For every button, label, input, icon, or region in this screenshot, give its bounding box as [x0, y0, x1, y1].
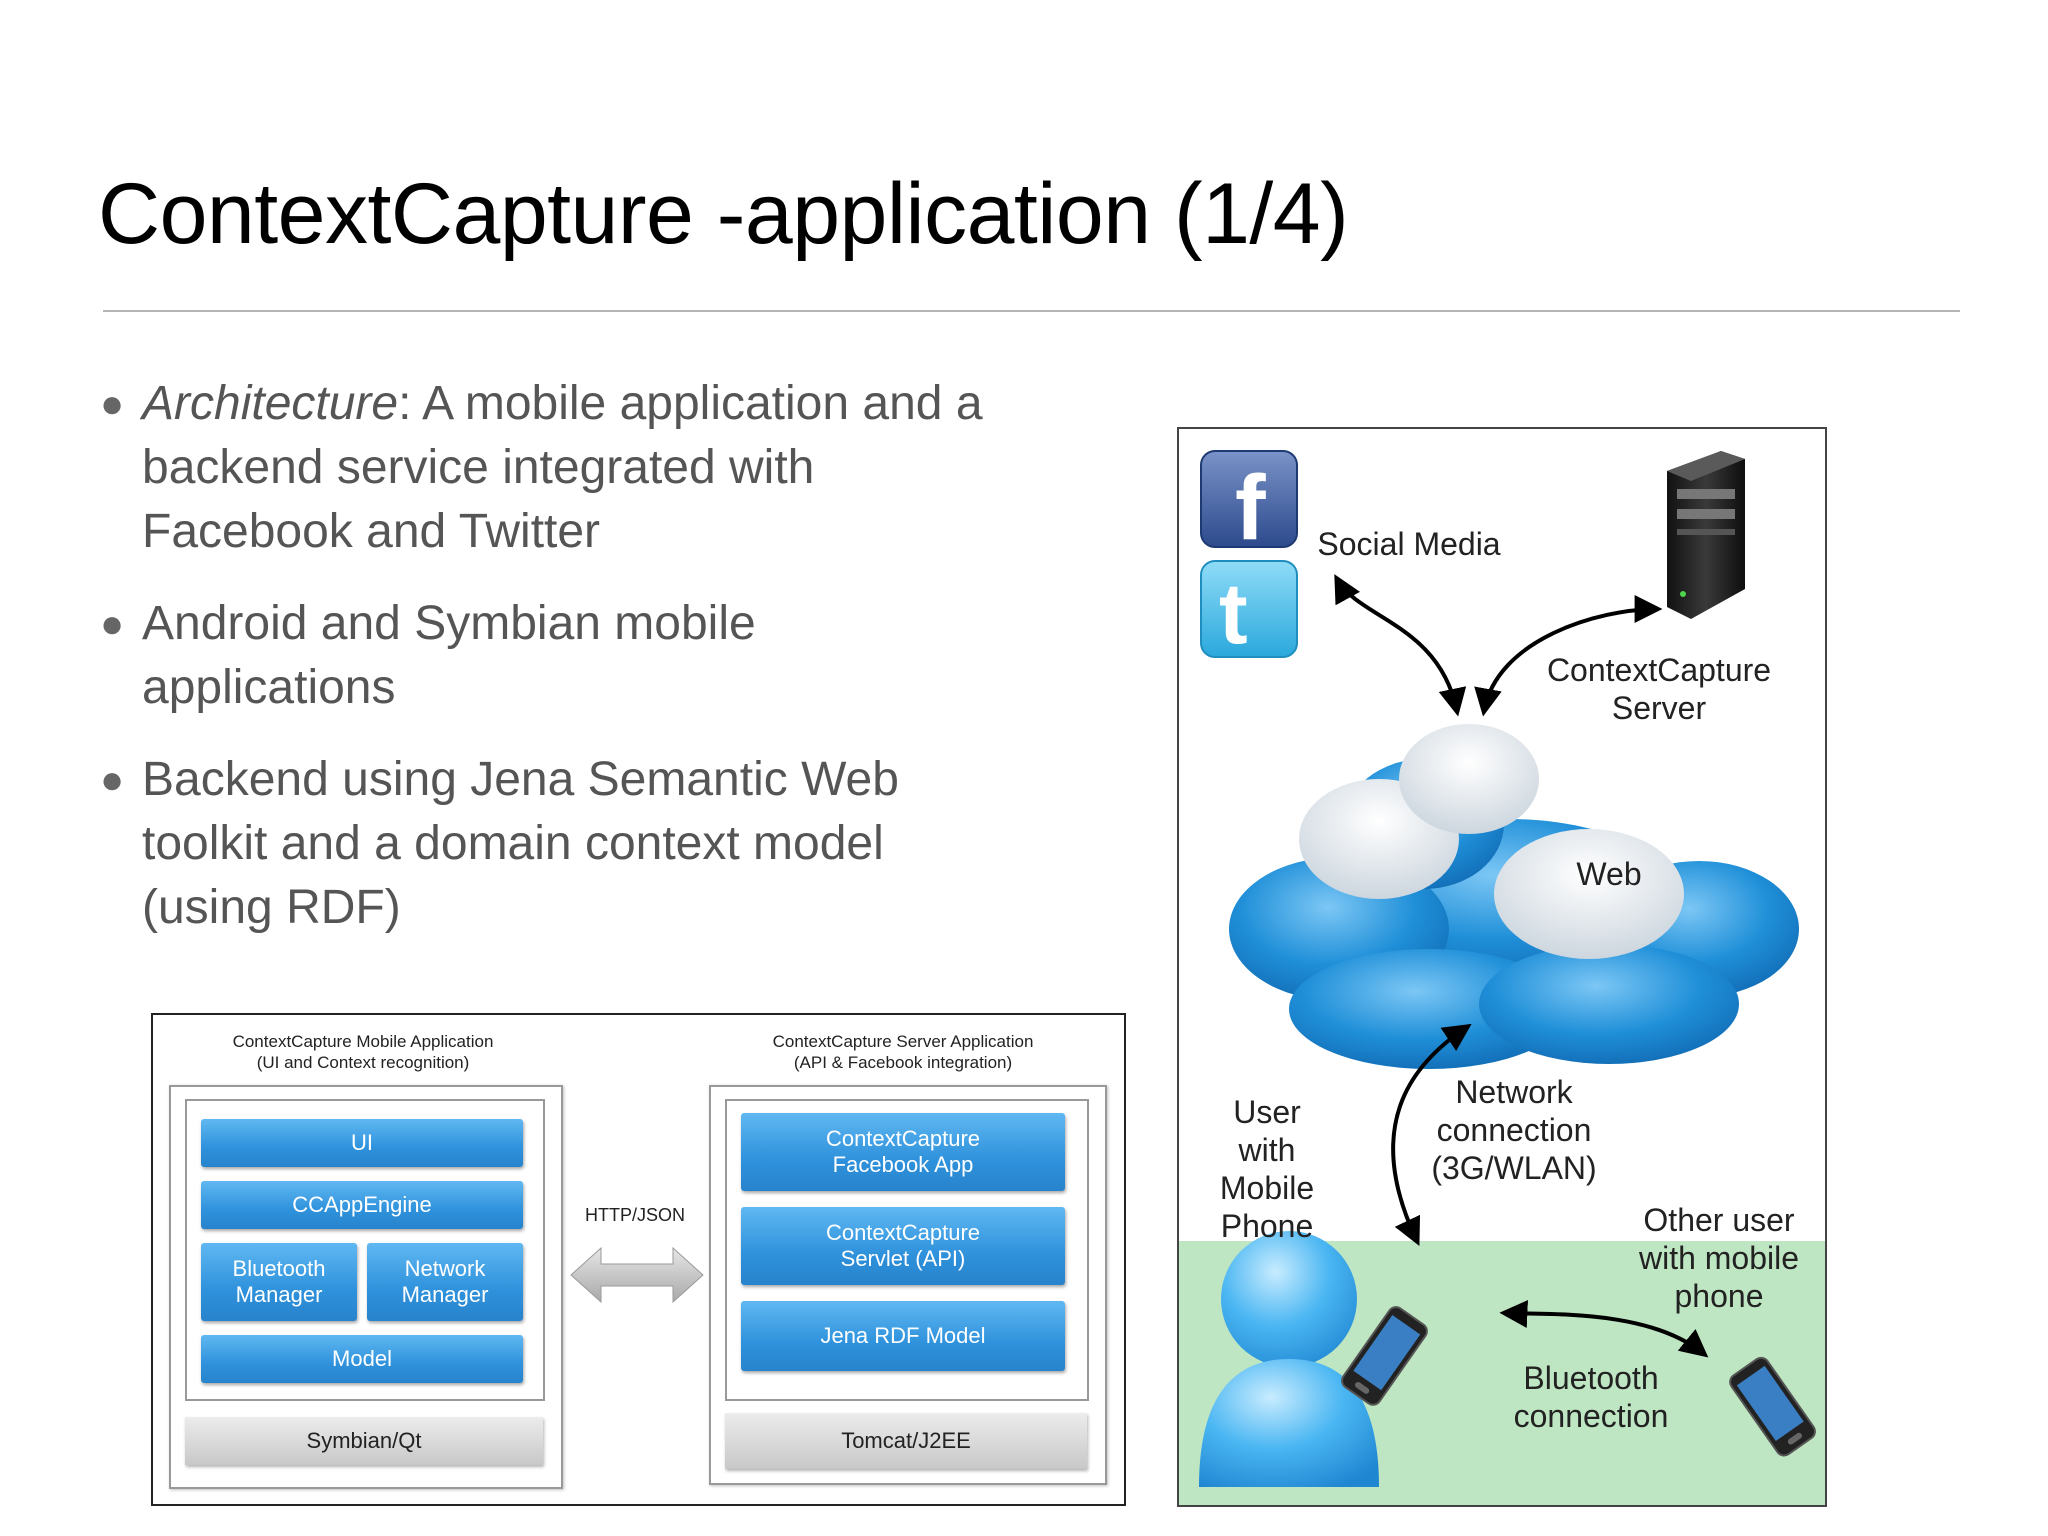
network-manager-label: Network — [404, 1256, 486, 1281]
other-user-label-line: phone — [1674, 1278, 1764, 1314]
network-connection-line: (3G/WLAN) — [1431, 1150, 1597, 1186]
servlet-api-label: ContextCapture — [825, 1220, 981, 1245]
facebook-app-component: ContextCapture Facebook App — [741, 1113, 1065, 1191]
model-component: Model — [201, 1335, 523, 1383]
architecture-diagram: ContextCapture Mobile Application (UI an… — [151, 1013, 1126, 1506]
social-media-arrow — [1334, 574, 1467, 717]
ui-label: UI — [351, 1130, 373, 1155]
network-connection-label: Network connection (3G/WLAN) — [1399, 1073, 1629, 1187]
ccappengine-label: CCAppEngine — [292, 1192, 432, 1217]
server-label: ContextCapture Server — [1519, 651, 1799, 727]
bluetooth-label-line: Bluetooth — [1523, 1360, 1659, 1396]
server-app-inner-box: ContextCapture Facebook App ContextCaptu… — [725, 1099, 1089, 1401]
facebook-app-label: ContextCapture — [825, 1126, 981, 1151]
bluetooth-connection-label: Bluetooth connection — [1491, 1359, 1691, 1435]
twitter-icon: t — [1200, 560, 1298, 662]
symbian-platform: Symbian/Qt — [185, 1417, 543, 1465]
ui-component: UI — [201, 1119, 523, 1167]
server-arrow — [1474, 595, 1663, 717]
user-label-line: with — [1238, 1132, 1296, 1168]
network-diagram-graphics: f t — [1179, 450, 1825, 1505]
user-label: User with Mobile Phone — [1207, 1093, 1327, 1245]
bullet-item: ● Architecture: A mobile application and… — [100, 372, 1000, 564]
bullet-text: : A mobile application and a backend ser… — [142, 377, 983, 558]
bluetooth-label-line: connection — [1513, 1398, 1669, 1434]
bullet-emphasis: Architecture — [142, 377, 399, 430]
server-app-box: ContextCapture Facebook App ContextCaptu… — [709, 1085, 1107, 1485]
mobile-phone-icon — [1341, 1306, 1428, 1406]
bluetooth-manager-label: Bluetooth — [232, 1256, 326, 1281]
server-tower-icon — [1667, 451, 1745, 619]
cloud-icon — [1229, 724, 1799, 1069]
mobile-phone-icon — [1729, 1356, 1816, 1457]
mobile-caption-line: (UI and Context recognition) — [256, 1053, 470, 1072]
svg-text:f: f — [1235, 457, 1266, 559]
web-label: Web — [1576, 856, 1642, 892]
server-caption-line: ContextCapture Server Application — [772, 1032, 1034, 1051]
jena-rdf-model-component: Jena RDF Model — [741, 1301, 1065, 1371]
user-avatar-icon — [1199, 1231, 1379, 1487]
bullet-list: ● Architecture: A mobile application and… — [100, 372, 1000, 968]
mobile-app-inner-box: UI CCAppEngine Bluetooth Manager Network… — [185, 1099, 545, 1401]
network-diagram: f t — [1177, 427, 1827, 1507]
bluetooth-manager-component: Bluetooth Manager — [201, 1243, 357, 1321]
facebook-app-label: Facebook App — [832, 1152, 974, 1177]
network-connection-line: connection — [1436, 1112, 1592, 1148]
servlet-api-label: Servlet (API) — [840, 1246, 966, 1271]
user-label-line: Mobile — [1219, 1170, 1315, 1206]
network-connection-arrow — [1391, 1023, 1472, 1247]
bidirectional-arrow-icon — [570, 1246, 704, 1304]
server-app-caption: ContextCapture Server Application (API &… — [693, 1031, 1113, 1073]
slide-title: ContextCapture -application (1/4) — [98, 166, 1349, 262]
mobile-caption-line: ContextCapture Mobile Application — [232, 1032, 494, 1051]
facebook-icon: f — [1200, 450, 1298, 559]
user-label-line: Phone — [1220, 1208, 1314, 1244]
social-media-label: Social Media — [1317, 526, 1501, 562]
bullet-text: Backend using Jena Semantic Web toolkit … — [142, 753, 899, 934]
bluetooth-arrow — [1499, 1300, 1709, 1358]
server-caption-line: (API & Facebook integration) — [793, 1053, 1013, 1072]
other-user-label-line: Other user — [1643, 1202, 1795, 1238]
bullet-text: Android and Symbian mobile applications — [142, 597, 756, 714]
bluetooth-manager-label: Manager — [235, 1282, 323, 1307]
bullet-dot-icon: ● — [100, 758, 125, 802]
network-manager-component: Network Manager — [367, 1243, 523, 1321]
jena-rdf-model-label: Jena RDF Model — [820, 1323, 986, 1348]
user-label-line: User — [1233, 1094, 1301, 1130]
model-label: Model — [332, 1346, 392, 1371]
ccappengine-component: CCAppEngine — [201, 1181, 523, 1229]
bullet-item: ● Android and Symbian mobile application… — [100, 592, 1000, 720]
mobile-app-caption: ContextCapture Mobile Application (UI an… — [153, 1031, 573, 1073]
server-label-line: ContextCapture — [1546, 652, 1772, 688]
tomcat-platform: Tomcat/J2EE — [725, 1413, 1087, 1469]
network-connection-line: Network — [1455, 1074, 1573, 1110]
other-user-label: Other user with mobile phone — [1619, 1201, 1819, 1315]
symbian-platform-label: Symbian/Qt — [306, 1428, 422, 1453]
svg-text:t: t — [1219, 566, 1248, 662]
title-divider — [103, 310, 1960, 312]
mobile-app-box: UI CCAppEngine Bluetooth Manager Network… — [169, 1085, 563, 1489]
bullet-dot-icon: ● — [100, 382, 125, 426]
tomcat-platform-label: Tomcat/J2EE — [841, 1428, 971, 1453]
other-user-label-line: with mobile — [1638, 1240, 1800, 1276]
network-manager-label: Manager — [401, 1282, 489, 1307]
server-label-line: Server — [1611, 690, 1707, 726]
bullet-item: ● Backend using Jena Semantic Web toolki… — [100, 748, 1000, 940]
bullet-dot-icon: ● — [100, 602, 125, 646]
servlet-api-component: ContextCapture Servlet (API) — [741, 1207, 1065, 1285]
http-json-label: HTTP/JSON — [585, 1205, 686, 1225]
